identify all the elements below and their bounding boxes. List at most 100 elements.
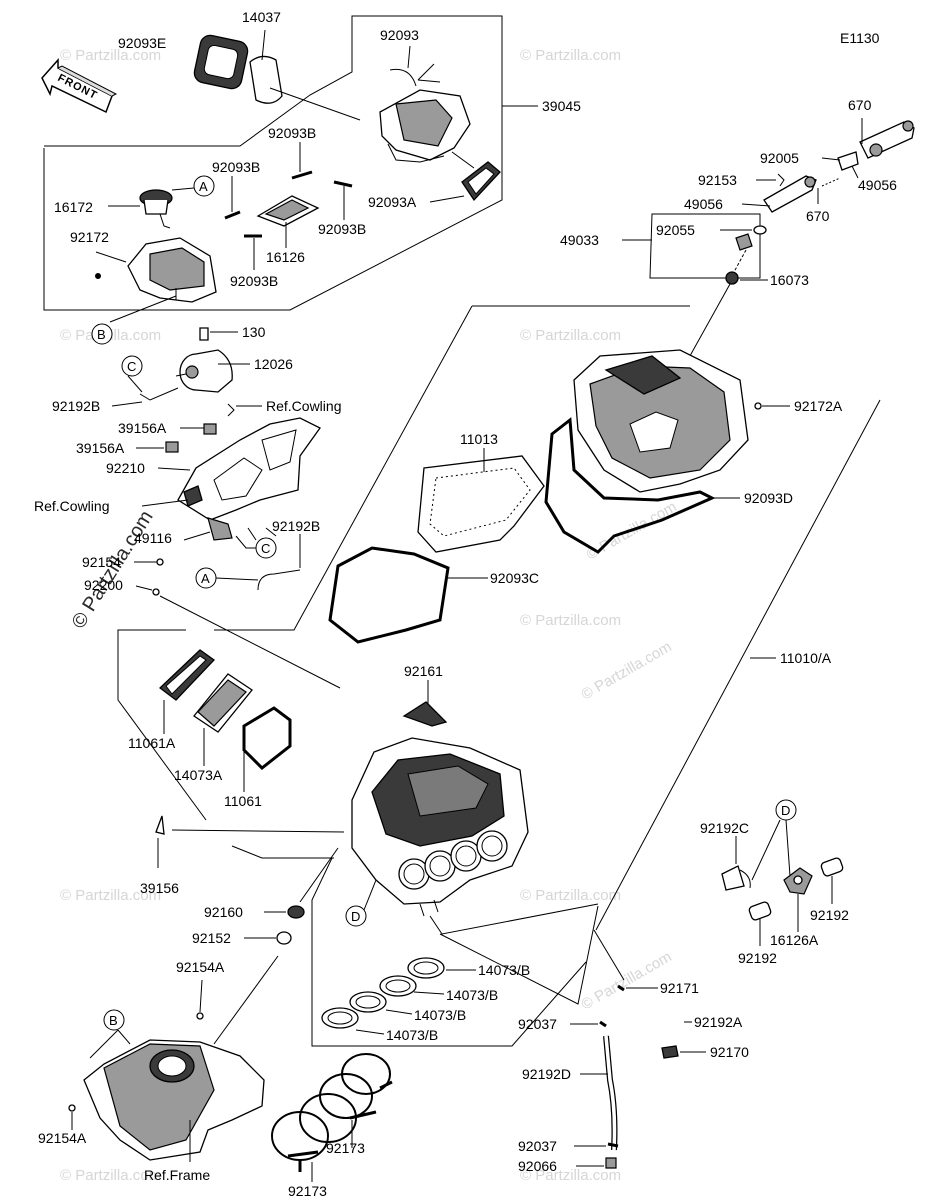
leader-line [741,203,771,207]
part-label: 92037 [518,1016,557,1032]
part-92171 [617,984,625,992]
part-11061-gasket [242,706,292,771]
part-label: 130 [242,324,266,340]
svg-text:D: D [351,909,360,924]
part-label: 39156A [76,440,125,456]
part-label: 92192D [522,1066,571,1082]
leader-line [355,1029,385,1035]
leader-line [157,467,191,471]
part-92153 [777,173,785,187]
part-label: 49056 [858,177,897,193]
leader-line [199,979,203,1013]
part-label: 11010/A [780,650,832,666]
part-label: 92154A [38,1130,87,1146]
part-label: 92153 [698,172,737,188]
part-92066 [605,1157,617,1169]
part-label: 14073/B [478,962,530,978]
part-frame [68,1012,265,1161]
leader-line [821,157,841,161]
hose-route-line [439,905,599,1005]
part-label: Ref.Cowling [34,498,109,514]
part-label: 92171 [660,980,699,996]
leader-line [265,527,277,537]
part-39156 [155,815,165,835]
part-label: 92161 [404,663,443,679]
watermark: © Partzilla.com [520,47,621,64]
callout-B-top: B [91,323,113,345]
leader-line [215,577,259,581]
svg-text:A: A [201,571,210,586]
leader-line [261,29,266,61]
leader-line [95,251,127,263]
part-11010A-upper [573,349,749,493]
svg-text:C: C [127,359,136,374]
part-label: 670 [848,97,872,113]
svg-text:D: D [781,803,790,818]
leader-line [141,499,189,507]
leader-line [247,527,257,541]
part-label: 14037 [242,9,281,25]
part-49056-fitting-left [763,175,817,213]
part-label: 92093E [118,35,166,51]
part-16126 [256,195,320,227]
part-92093B-pins [224,170,353,238]
svg-text:B: B [97,327,106,342]
part-92093 [389,68,417,87]
part-label: 16126 [266,249,305,265]
part-label: 11061A [128,735,176,751]
part-label: 92093B [230,273,278,289]
leader-line [117,1029,131,1045]
part-11013-filter [417,455,545,553]
group-outline-39045 [43,15,503,311]
group-outline-ducts [231,845,587,1047]
callout-A-top: A [193,175,215,197]
part-label: 92037 [518,1138,557,1154]
callout-D-mid: D [345,905,367,927]
leader-line [171,187,195,191]
watermark: © Partzilla.com [520,327,621,344]
part-39045-duct [379,89,471,163]
part-label: 92173 [326,1140,365,1156]
leader-line [785,819,791,877]
part-label: 14073/B [386,1027,438,1043]
part-label: 92152 [192,930,231,946]
part-label: 39156A [118,420,167,436]
part-92160 [287,905,305,919]
svg-text:B: B [109,1013,118,1028]
leader-line [407,45,411,69]
part-49056-fitting-right [859,120,915,159]
part-label: 11061 [224,793,262,809]
diagram-code: E1130 [840,30,880,46]
watermark: © Partzilla.com [60,887,161,904]
leader-line [213,955,279,1045]
part-92173-clamps [271,1053,393,1172]
part-label: 39156 [140,880,179,896]
leader-line [363,879,377,911]
part-130-bolt [199,327,209,341]
part-label: Ref.Cowling [266,398,341,414]
part-label: 92055 [656,222,695,238]
part-label: 92172A [794,398,843,414]
part-11010A-lower [351,737,529,917]
part-39156A-rubber [165,441,179,453]
leader-line [429,195,465,203]
part-label: 49056 [684,196,723,212]
part-label: 16073 [770,272,809,288]
part-label: 92093A [368,194,417,210]
part-label: 92192B [52,398,100,414]
part-label: 92192 [738,950,777,966]
part-label: 670 [806,208,830,224]
front-arrow-icon: FRONT [41,58,118,114]
part-label: 92192A [694,1014,743,1030]
part-92037-clip-lower [607,1142,619,1148]
part-92192-hose-right [820,857,844,877]
part-duct-lower [127,237,217,303]
leader-line [593,929,625,981]
watermark: © Partzilla.com [579,638,675,703]
part-label: 92093B [212,159,260,175]
leader-line [171,829,345,833]
leader-line [413,991,445,995]
part-label: 92200 [84,577,123,593]
watermark: © Partzilla.com [520,1167,621,1184]
